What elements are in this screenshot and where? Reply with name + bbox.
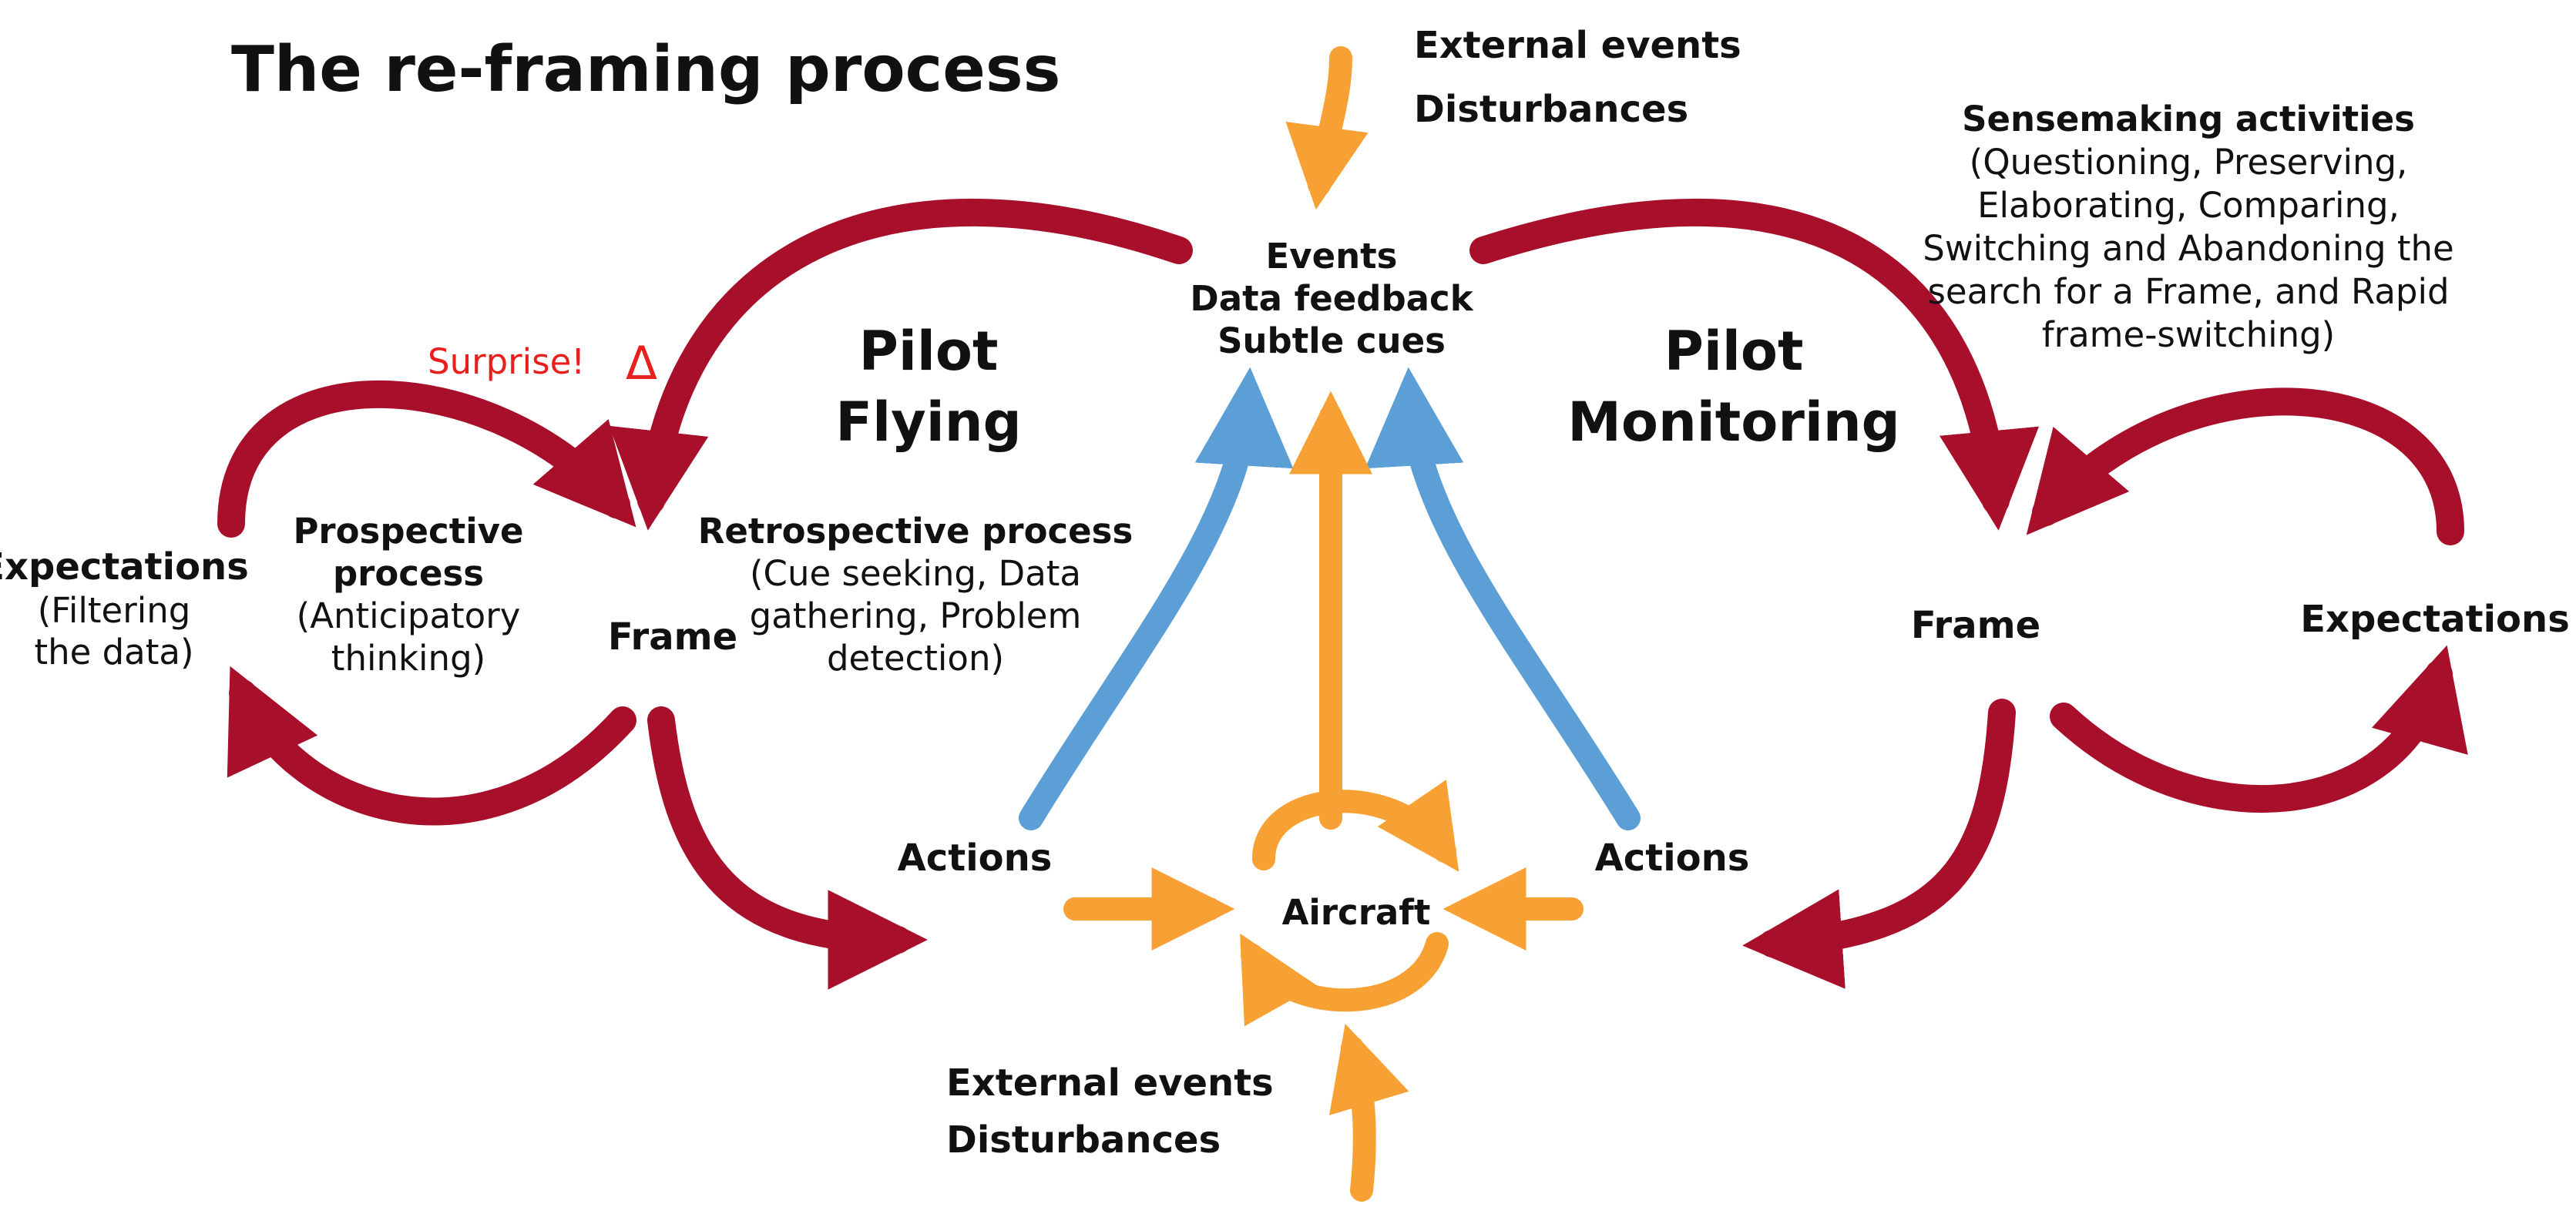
top-external-events-label: External events	[1414, 24, 1741, 67]
cues-subtle-cues-label: Subtle cues	[1217, 320, 1446, 361]
sensemaking-line1: (Questioning, Preserving,	[1970, 142, 2408, 183]
left-expectations-title: Expectations	[0, 545, 249, 589]
right-actions-label: Actions	[1595, 837, 1750, 880]
arrow-events-to-left-frame	[609, 199, 1193, 531]
cues-events-label: Events	[1266, 236, 1398, 277]
arrow-left-frame-to-actions	[647, 706, 928, 990]
arrow-top-external-events	[1285, 46, 1369, 210]
right-frame-label: Frame	[1911, 604, 2040, 647]
bottom-disturbances-label: Disturbances	[946, 1118, 1221, 1162]
sensemaking-line5: frame-switching)	[2042, 314, 2335, 355]
retrospective-title: Retrospective process	[698, 511, 1134, 552]
left-expectations-line2: the data)	[34, 632, 193, 672]
retrospective-line1: (Cue seeking, Data	[750, 553, 1081, 594]
prospective-line2: process	[333, 553, 484, 594]
pilot-flying-line1: Pilot	[859, 320, 999, 383]
left-frame-label: Frame	[608, 615, 737, 659]
right-expectations-label: Expectations	[2300, 598, 2570, 641]
arrow-left-frame-to-expectations	[227, 666, 636, 826]
arrow-left-expectations-to-frame	[217, 380, 636, 538]
prospective-line1: Prospective	[293, 511, 523, 552]
diagram-title: The re-framing process	[231, 33, 1061, 106]
arrow-events-to-right-frame	[1469, 198, 2039, 531]
retrospective-line2: gathering, Problem	[750, 595, 1082, 636]
pilot-monitoring-line1: Pilot	[1664, 320, 1804, 383]
delta-icon: Δ	[626, 337, 657, 391]
left-actions-label: Actions	[898, 837, 1053, 880]
arrow-aircraft-cycle-top	[1252, 780, 1459, 872]
arrow-right-frame-to-expectations	[2050, 645, 2468, 813]
arrow-aircraft-cycle-bottom	[1240, 932, 1449, 1027]
aircraft-label: Aircraft	[1282, 892, 1431, 933]
sensemaking-title: Sensemaking activities	[1962, 99, 2415, 139]
sensemaking-line2: Elaborating, Comparing,	[1977, 185, 2400, 226]
arrow-right-actions-to-cues	[1365, 367, 1641, 830]
left-expectations-line1: (Filtering	[38, 590, 191, 631]
prospective-line4: thinking)	[331, 638, 485, 679]
sensemaking-line4: search for a Frame, and Rapid	[1927, 271, 2449, 312]
arrow-left-actions-to-cues	[1019, 367, 1294, 830]
arrow-right-expectations-to-frame	[2026, 387, 2464, 545]
top-disturbances-label: Disturbances	[1414, 88, 1688, 131]
bottom-external-events-label: External events	[946, 1061, 1274, 1105]
arrow-bottom-external-events	[1328, 1023, 1409, 1202]
arrow-right-frame-to-actions	[1742, 699, 2016, 989]
cues-data-feedback-label: Data feedback	[1190, 278, 1473, 319]
prospective-line3: (Anticipatory	[297, 595, 521, 636]
retrospective-line3: detection)	[827, 638, 1004, 679]
sensemaking-line3: Switching and Abandoning the	[1923, 228, 2453, 269]
pilot-flying-line2: Flying	[835, 391, 1021, 454]
surprise-label: Surprise!	[428, 341, 585, 382]
pilot-monitoring-line2: Monitoring	[1567, 391, 1900, 454]
